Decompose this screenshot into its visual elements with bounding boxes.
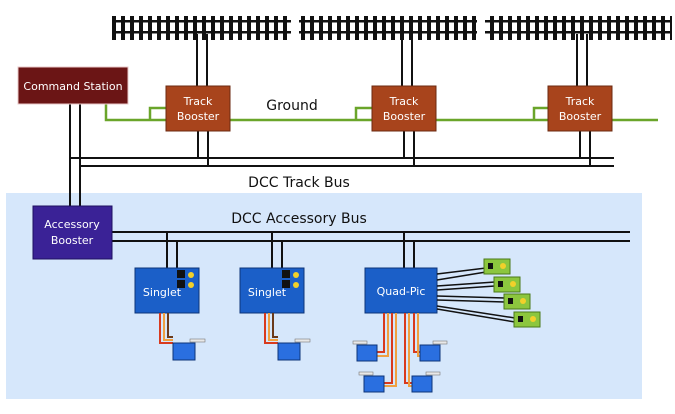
dcc-accessory-bus-label: DCC Accessory Bus bbox=[231, 211, 367, 227]
track-booster-label-line1: Track bbox=[565, 95, 595, 108]
servo-1 bbox=[172, 338, 206, 361]
dcc-track-bus-label: DCC Track Bus bbox=[248, 175, 350, 191]
dcc-accessory-bus-wires bbox=[112, 231, 630, 268]
singlet-decoder-1: Singlet bbox=[134, 267, 200, 314]
track-booster-label-line1: Track bbox=[389, 95, 419, 108]
singlet-2-servo-wire bbox=[264, 313, 278, 344]
track-booster-1: Track Booster bbox=[165, 85, 231, 132]
singlet-label: Singlet bbox=[143, 286, 182, 299]
track-feeder-wires bbox=[196, 34, 588, 86]
track-booster-label-line2: Booster bbox=[177, 110, 220, 123]
singlet-1-servo-wire bbox=[159, 313, 173, 344]
servo-2 bbox=[277, 338, 311, 361]
servo-6 bbox=[411, 371, 441, 393]
quad-pic-label: Quad-Pic bbox=[377, 285, 426, 298]
singlet-decoder-2: Singlet bbox=[239, 267, 305, 314]
track-booster-label-line2: Booster bbox=[383, 110, 426, 123]
track-booster-label-line1: Track bbox=[183, 95, 213, 108]
servo-wires bbox=[159, 313, 420, 387]
accessory-booster-label-line1: Accessory bbox=[44, 218, 100, 231]
ground-wire bbox=[104, 104, 658, 122]
singlet-label: Singlet bbox=[248, 286, 287, 299]
ground-label: Ground bbox=[266, 98, 318, 114]
accessory-pcb-4 bbox=[513, 311, 541, 328]
quad-pic-output-wires bbox=[436, 267, 516, 323]
servo-4 bbox=[419, 340, 448, 362]
accessory-pcb-3 bbox=[503, 293, 531, 310]
track-booster-3: Track Booster bbox=[547, 85, 613, 132]
track-booster-2: Track Booster bbox=[371, 85, 437, 132]
accessory-pcb-2 bbox=[493, 276, 521, 293]
quad-pic-servo-wires bbox=[377, 313, 420, 387]
track-booster-label-line2: Booster bbox=[559, 110, 602, 123]
accessory-booster-label-line2: Booster bbox=[51, 234, 94, 247]
dcc-track-bus-wires bbox=[69, 104, 614, 206]
command-station-label: Command Station bbox=[23, 80, 122, 93]
servo-3 bbox=[352, 340, 378, 362]
quad-pic-decoder: Quad-Pic bbox=[364, 267, 438, 314]
servo-5 bbox=[358, 371, 385, 393]
accessory-booster: Accessory Booster bbox=[32, 205, 113, 260]
command-station: Command Station bbox=[17, 66, 129, 105]
accessory-pcb-1 bbox=[483, 258, 511, 275]
railroad-track bbox=[112, 14, 672, 44]
